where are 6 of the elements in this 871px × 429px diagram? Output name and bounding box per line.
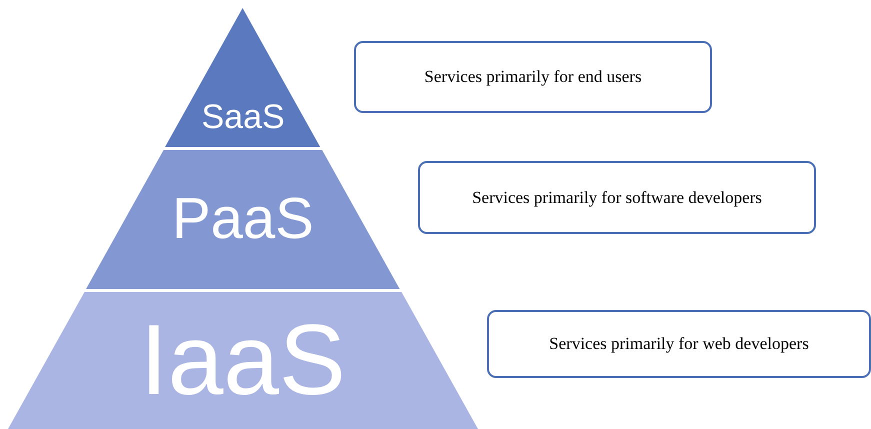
layer-label: PaaS (172, 190, 314, 248)
layer-label: IaaS (140, 310, 346, 410)
description-box: Services primarily for web developers (487, 310, 871, 378)
layer-label: SaaS (201, 100, 285, 134)
description-box: Services primarily for end users (354, 41, 712, 113)
description-box: Services primarily for software developers (418, 161, 816, 234)
